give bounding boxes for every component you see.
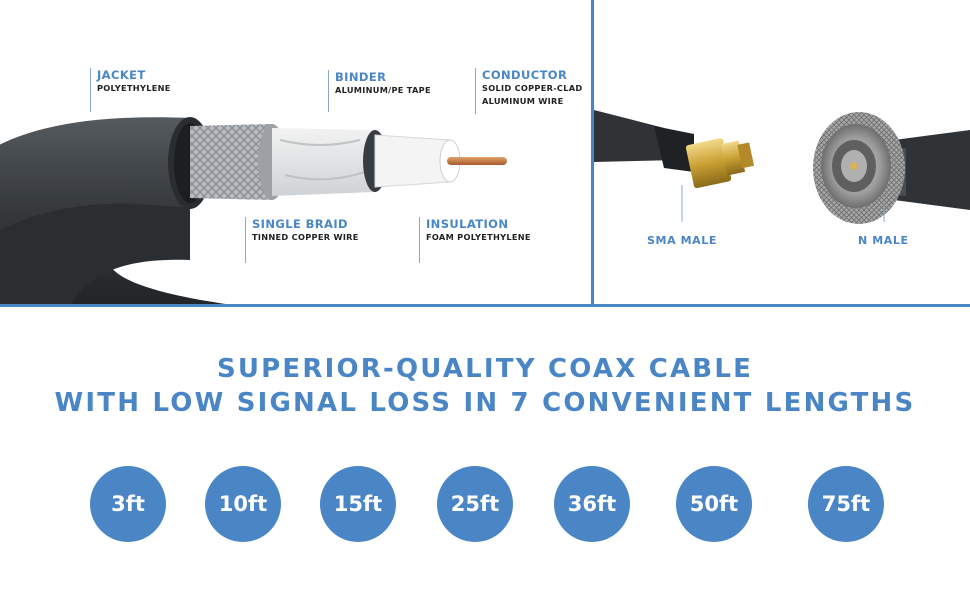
length-option-50ft: 50ft xyxy=(676,466,752,542)
length-option-10ft: 10ft xyxy=(205,466,281,542)
cable-lengths: 3ft 10ft 15ft 25ft 36ft 50ft 75ft xyxy=(0,466,970,542)
label-jacket: JACKET POLYETHYLENE xyxy=(90,68,171,112)
label-binder: BINDER ALUMINUM/PE TAPE xyxy=(328,70,431,112)
headline: SUPERIOR-QUALITY COAX CABLE WITH LOW SIG… xyxy=(0,352,970,420)
connectors-panel: SMA MALE N MALE xyxy=(594,0,970,306)
panel-divider-horizontal xyxy=(0,304,970,307)
label-conductor-sub-2: ALUMINUM WIRE xyxy=(482,96,564,106)
label-single-braid-title: SINGLE BRAID xyxy=(252,217,348,231)
label-jacket-sub: POLYETHYLENE xyxy=(97,83,171,93)
connector-label-sma-male: SMA MALE xyxy=(647,234,717,247)
length-option-15ft: 15ft xyxy=(320,466,396,542)
label-conductor-sub-1: SOLID COPPER-CLAD xyxy=(482,83,583,93)
length-option-75ft: 75ft xyxy=(808,466,884,542)
label-binder-sub: ALUMINUM/PE TAPE xyxy=(335,85,431,95)
panel-divider-vertical xyxy=(591,0,594,306)
headline-line-1: SUPERIOR-QUALITY COAX CABLE xyxy=(216,354,754,384)
label-binder-title: BINDER xyxy=(335,70,387,84)
label-insulation: INSULATION FOAM POLYETHYLENE xyxy=(419,217,531,263)
label-conductor: CONDUCTOR SOLID COPPER-CLAD ALUMINUM WIR… xyxy=(475,68,583,114)
length-option-25ft: 25ft xyxy=(437,466,513,542)
connectors-illustration xyxy=(594,110,970,224)
label-insulation-title: INSULATION xyxy=(426,217,509,231)
connector-label-n-male: N MALE xyxy=(858,234,909,247)
coax-cable-illustration xyxy=(0,117,507,306)
length-option-3ft: 3ft xyxy=(90,466,166,542)
headline-line-2: WITH LOW SIGNAL LOSS IN 7 CONVENIENT LEN… xyxy=(54,388,916,418)
label-conductor-title: CONDUCTOR xyxy=(482,68,568,82)
length-option-36ft: 36ft xyxy=(554,466,630,542)
label-single-braid: SINGLE BRAID TINNED COPPER WIRE xyxy=(245,217,359,263)
label-insulation-sub: FOAM POLYETHYLENE xyxy=(426,232,531,242)
label-single-braid-sub: TINNED COPPER WIRE xyxy=(252,232,359,242)
cable-cross-section-panel: JACKET POLYETHYLENE BINDER ALUMINUM/PE T… xyxy=(0,0,591,306)
label-jacket-title: JACKET xyxy=(97,68,146,82)
